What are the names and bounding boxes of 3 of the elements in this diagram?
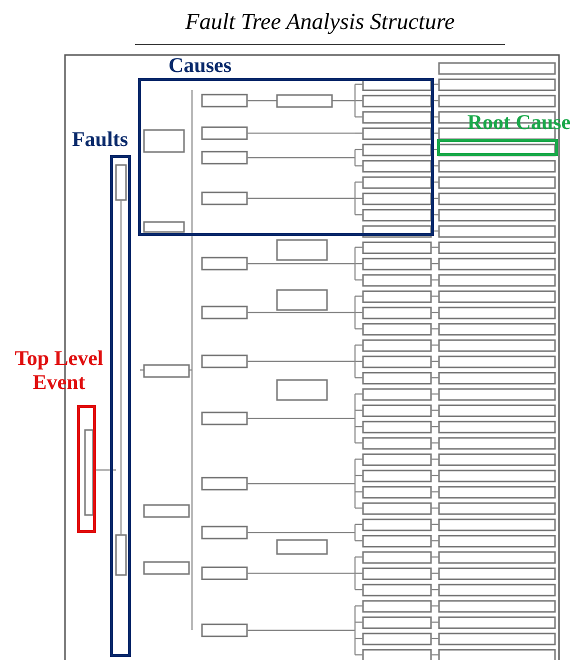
diagram-title: Fault Tree Analysis Structure xyxy=(184,8,456,36)
frame-label: Faults xyxy=(70,127,129,151)
frame-label: Causes xyxy=(167,53,232,77)
